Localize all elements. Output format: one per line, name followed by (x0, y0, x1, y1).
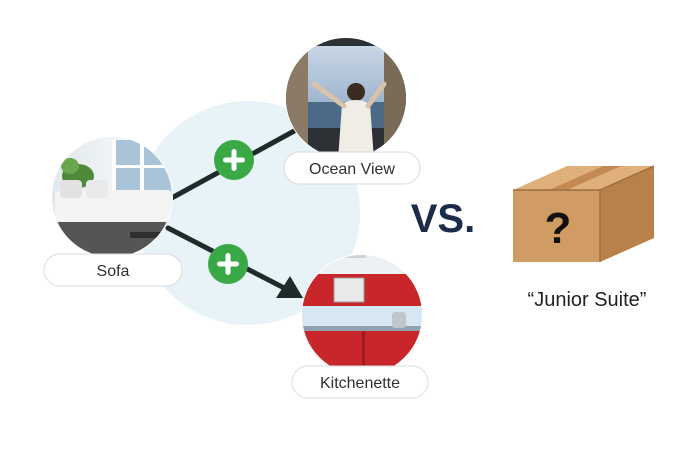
node-ocean-view-label: Ocean View (283, 151, 421, 185)
cardboard-box-icon (513, 165, 655, 262)
node-sofa-label: Sofa (43, 253, 183, 287)
kitchenette-label-text: Kitchenette (320, 375, 400, 392)
question-mark: ? (545, 204, 572, 253)
sofa-label-text: Sofa (97, 263, 130, 280)
arrow-head-icon (276, 276, 303, 298)
kitchenette-photo (301, 254, 423, 376)
ocean-view-label-text: Ocean View (309, 161, 395, 178)
node-kitchenette-label: Kitchenette (291, 365, 429, 399)
plus-icon (217, 253, 239, 275)
vs-text: VS. (411, 197, 475, 241)
junior-suite-caption: “Junior Suite” (528, 289, 647, 311)
plus-badge-ocean-view (214, 140, 254, 180)
sofa-photo (51, 136, 173, 258)
plus-badge-kitchenette (208, 244, 248, 284)
plus-icon (223, 149, 245, 171)
